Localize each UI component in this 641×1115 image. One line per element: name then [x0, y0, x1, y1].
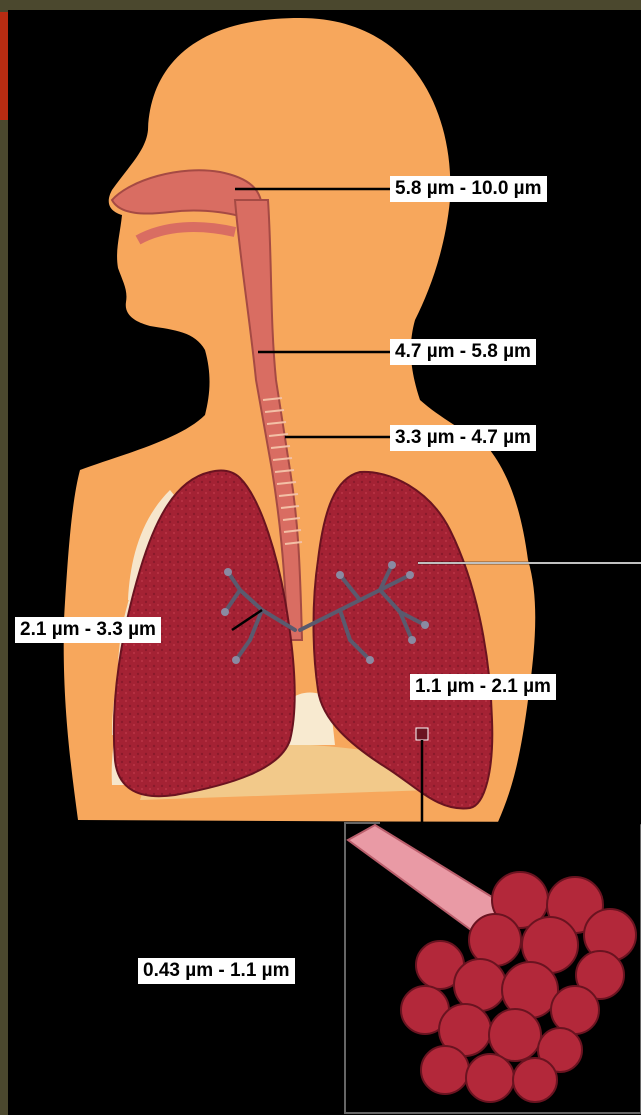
label-trachea: 3.3 µm - 4.7 µm — [390, 425, 536, 451]
frame-left — [0, 0, 8, 1115]
frame-top — [0, 0, 641, 10]
label-bronchi: 2.1 µm - 3.3 µm — [15, 617, 161, 643]
alveoli-cluster — [401, 872, 636, 1102]
label-pharynx: 4.7 µm - 5.8 µm — [390, 339, 536, 365]
label-alveoli: 0.43 µm - 1.1 µm — [138, 958, 295, 984]
label-bronchioles: 1.1 µm - 2.1 µm — [410, 674, 556, 700]
label-nasal: 5.8 µm - 10.0 µm — [390, 176, 547, 202]
frame-accent — [0, 12, 8, 120]
alveolus-marker — [416, 728, 428, 740]
